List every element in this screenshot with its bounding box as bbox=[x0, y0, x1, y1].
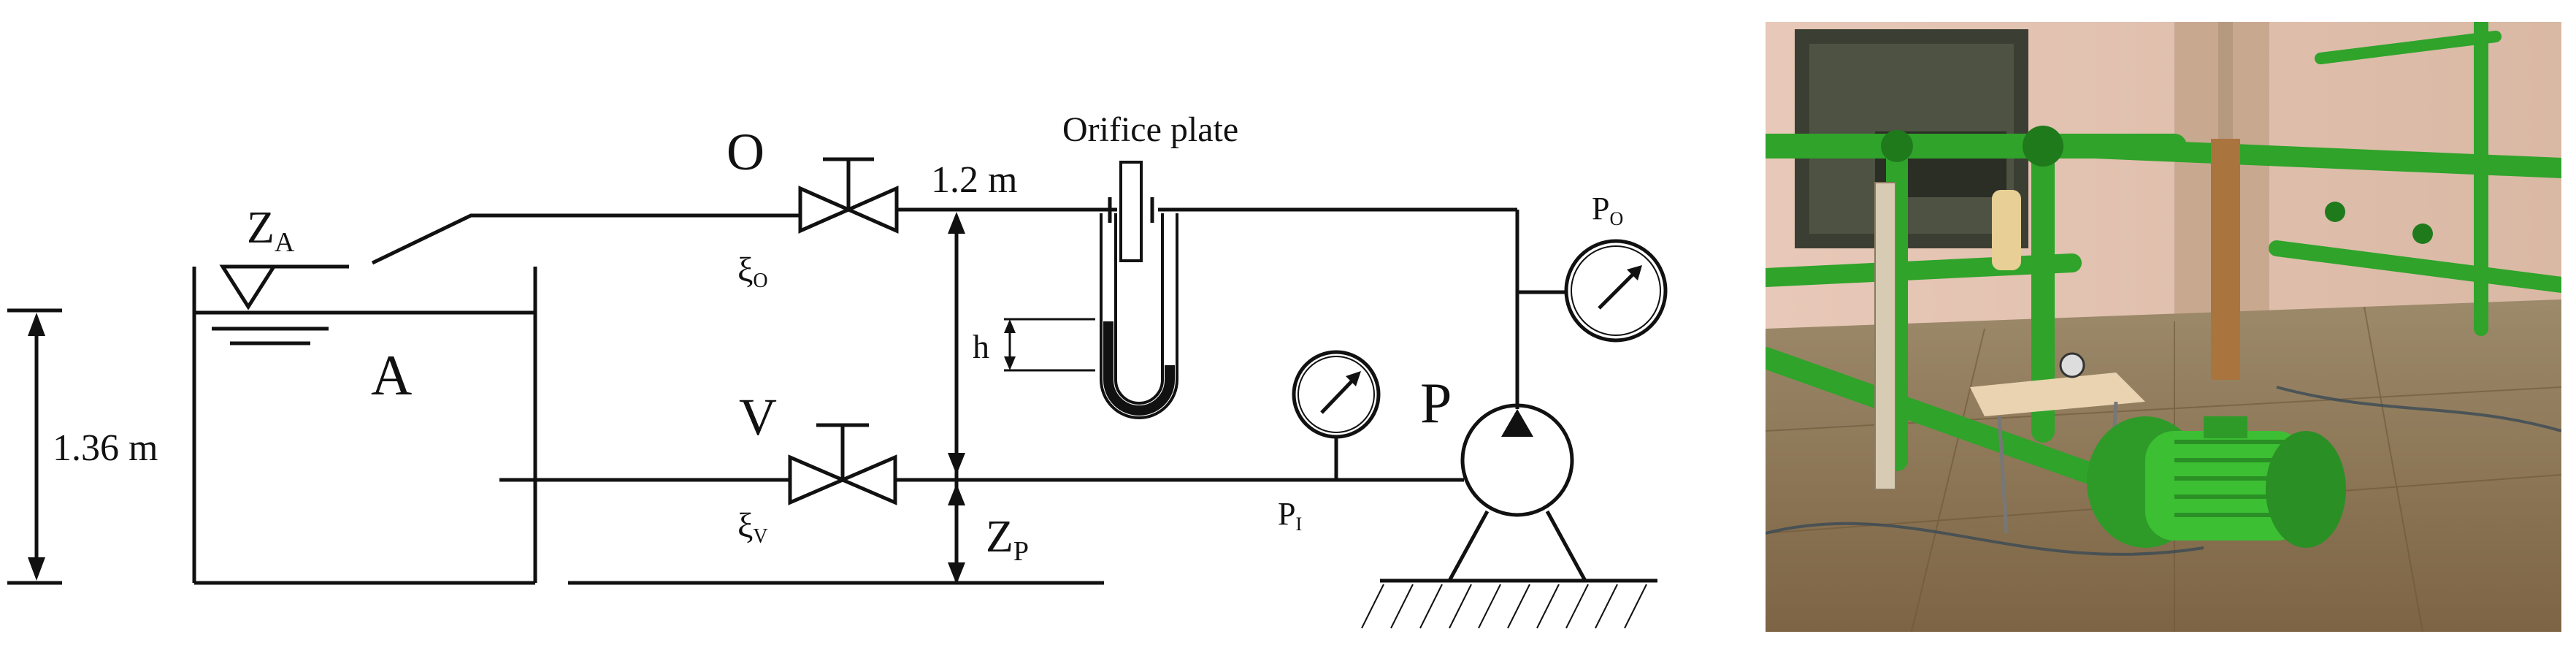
dim-arrow-top bbox=[948, 212, 965, 234]
water-level-symbol bbox=[212, 264, 349, 345]
label-orifice-plate: Orifice plate bbox=[1062, 110, 1238, 149]
pressure-gauge-inlet bbox=[1292, 350, 1381, 480]
tank-a bbox=[192, 267, 537, 585]
label-pump-p: P bbox=[1420, 371, 1452, 435]
pump-test-schematic: O 1.2 m Orifice plate ξO ZA A 1.36 m h V… bbox=[7, 110, 1668, 629]
label-pressure-outlet: PO bbox=[1592, 191, 1623, 229]
test-rig-photo bbox=[1766, 22, 2561, 632]
dim-arrow-mid-up bbox=[948, 453, 965, 475]
floor-hatching bbox=[1361, 584, 1647, 629]
label-pump-zp: ZP bbox=[986, 512, 1029, 567]
manometer-h-dimension bbox=[1004, 318, 1095, 372]
photo-motor bbox=[2087, 416, 2346, 548]
dim-arrow-bottom bbox=[948, 562, 965, 584]
label-pipe-length: 1.2 m bbox=[931, 159, 1017, 201]
valve-o bbox=[798, 157, 899, 234]
label-xi-o: ξO bbox=[737, 251, 768, 292]
label-pressure-inlet: PI bbox=[1278, 496, 1302, 535]
photo-manometer-board-left bbox=[1874, 182, 1896, 490]
dim-arrow-mid-down bbox=[948, 484, 965, 505]
manometer-h-arrow-bottom bbox=[1004, 356, 1016, 370]
label-level-za: ZA bbox=[247, 203, 295, 258]
photo-green-pipes bbox=[1766, 22, 2561, 486]
photo-manometer-board-right bbox=[2211, 139, 2240, 380]
valve-v bbox=[788, 423, 897, 505]
pressure-gauge-outlet bbox=[1517, 239, 1668, 343]
pressure-gauge-inlet-needle-tip bbox=[1346, 371, 1361, 386]
label-valve-v: V bbox=[739, 388, 777, 446]
tank-height-arrow-top bbox=[28, 313, 45, 336]
tank-height-arrow-bottom bbox=[28, 557, 45, 581]
pump bbox=[1380, 403, 1657, 583]
manometer-h-arrow-top bbox=[1004, 319, 1016, 333]
pressure-gauge-outlet-needle-tip bbox=[1627, 265, 1642, 280]
orifice-plate bbox=[1108, 161, 1154, 262]
label-manometer-h: h bbox=[973, 328, 989, 365]
label-valve-o: O bbox=[727, 123, 764, 181]
tank-height-dimension bbox=[7, 308, 62, 585]
label-xi-v: ξV bbox=[737, 506, 768, 548]
pump-flow-arrow bbox=[1501, 409, 1533, 437]
label-tank-a: A bbox=[371, 343, 412, 407]
u-tube-manometer bbox=[1100, 213, 1178, 419]
discharge-pipe bbox=[371, 207, 1519, 409]
label-tank-height: 1.36 m bbox=[53, 427, 158, 469]
